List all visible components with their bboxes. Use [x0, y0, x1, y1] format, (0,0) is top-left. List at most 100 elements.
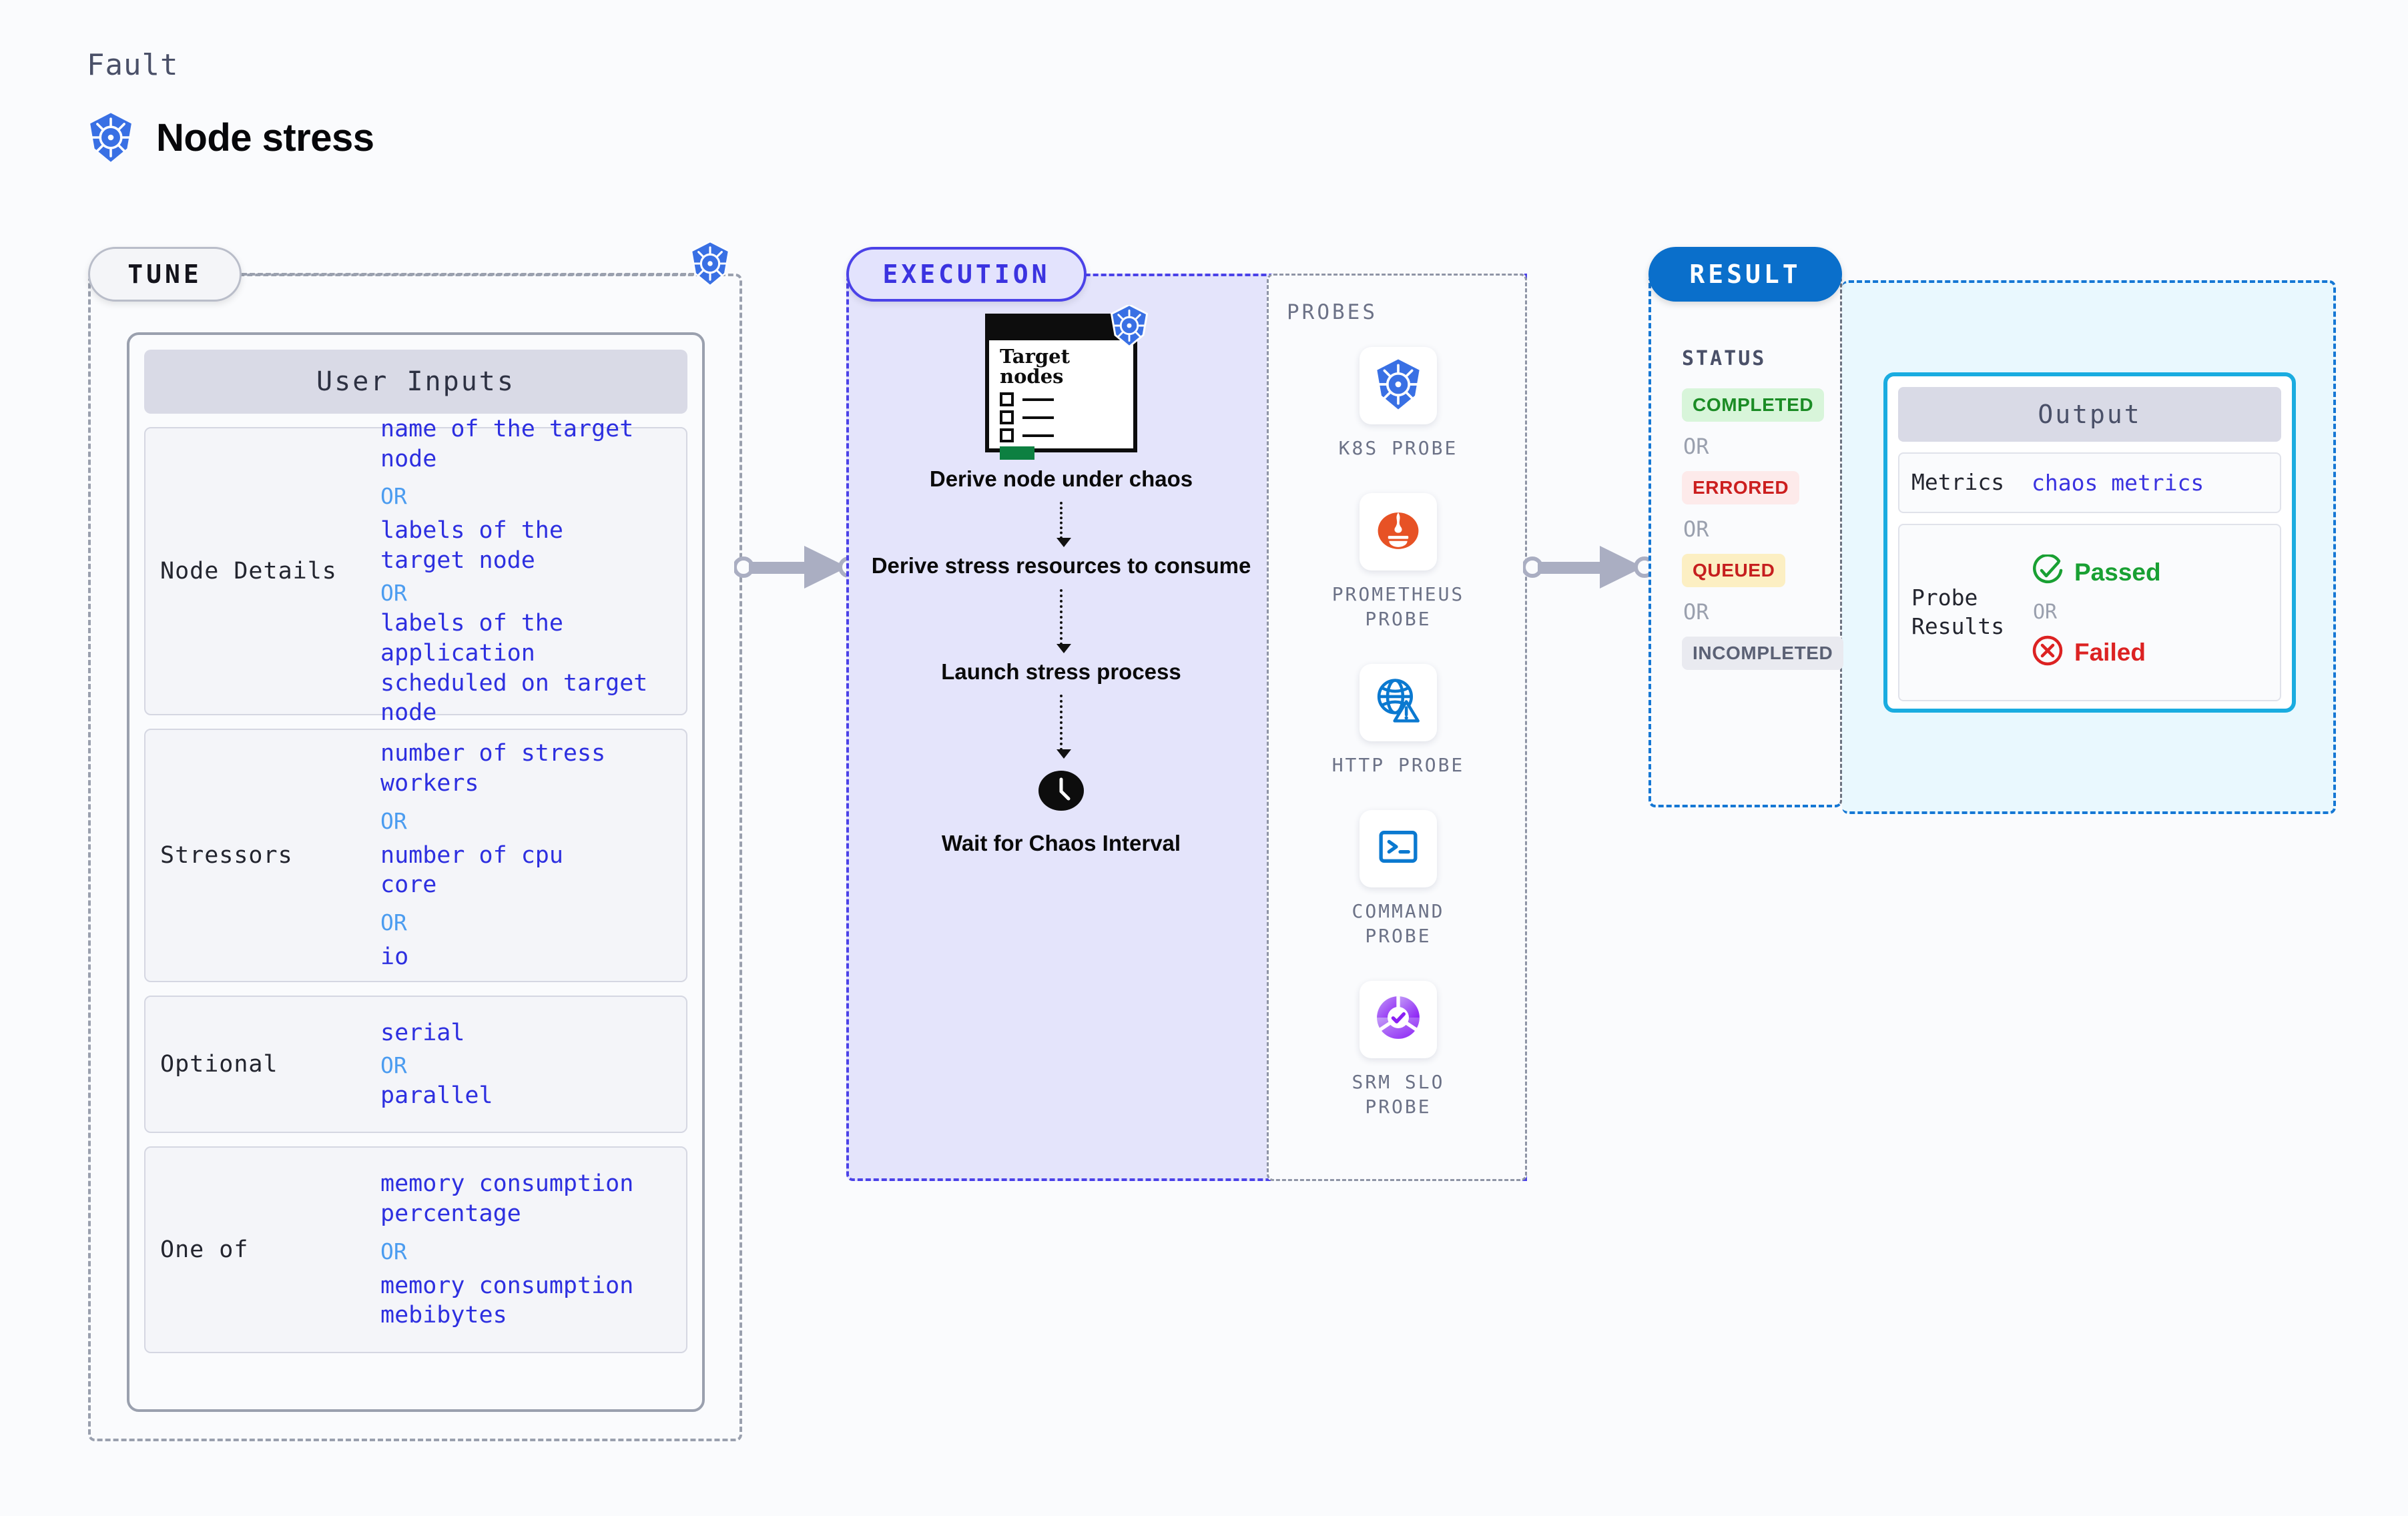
status-badge-incompleted: INCOMPLETED — [1682, 637, 1844, 670]
probe-item-prometheus[interactable]: PROMETHEUS PROBE — [1331, 492, 1465, 632]
result-pill[interactable]: RESULT — [1648, 247, 1842, 302]
kubernetes-icon — [689, 240, 731, 289]
target-nodes-title: Target nodes — [1000, 345, 1070, 388]
fault-title-row: Node stress — [87, 112, 374, 163]
flow-arrow — [1057, 589, 1071, 653]
section-values: name of the target node OR labels of the… — [380, 414, 673, 728]
step-label: Derive stress resources to consume — [871, 553, 1251, 579]
probe-label: PROMETHEUS PROBE — [1331, 583, 1465, 630]
check-circle-icon — [2032, 554, 2064, 590]
tune-connector-line — [242, 273, 702, 276]
or-label: OR — [380, 580, 407, 606]
probe-results-label: Probe Results — [1911, 585, 2005, 639]
connector-execution-to-result — [1522, 534, 1657, 604]
probe-item-http[interactable]: HTTP PROBE — [1332, 663, 1465, 778]
or-label: OR — [1683, 434, 1709, 459]
or-label: OR — [1683, 599, 1709, 625]
or-label: OR — [380, 909, 407, 936]
output-title: Output — [1898, 387, 2281, 442]
status-list: COMPLETED OR ERRORED OR QUEUED OR INCOMP… — [1682, 388, 1844, 670]
probe-item-command[interactable]: COMMAND PROBE — [1351, 809, 1445, 949]
probe-tile — [1359, 663, 1437, 741]
list-item — [1000, 392, 1133, 407]
user-input-section-one-of: One of memory consumption percentage OR … — [144, 1146, 687, 1353]
probe-label: K8S PROBE — [1338, 437, 1458, 459]
status-badge-queued: QUEUED — [1682, 554, 1786, 587]
list-item — [1000, 428, 1133, 443]
kubernetes-icon — [1110, 304, 1149, 350]
tune-pill[interactable]: TUNE — [88, 247, 242, 302]
or-label: OR — [2033, 601, 2058, 625]
status-badge-completed: COMPLETED — [1682, 388, 1825, 422]
page-title: Node stress — [156, 115, 374, 159]
metrics-value: chaos metrics — [2032, 469, 2204, 496]
or-label: OR — [1683, 516, 1709, 542]
user-inputs-title: User Inputs — [144, 350, 687, 414]
flow-arrow — [1057, 694, 1071, 759]
output-row-probe-results: Probe Results Passed OR — [1898, 523, 2281, 701]
line-placeholder — [1022, 434, 1054, 437]
clock-icon — [1038, 768, 1084, 817]
section-values: memory consumption percentage OR memory … — [380, 1169, 673, 1331]
output-row-metrics: Metrics chaos metrics — [1898, 452, 2281, 513]
value-text: name of the target node — [380, 415, 634, 472]
probe-label: SRM SLO PROBE — [1351, 1070, 1445, 1118]
failed-label: Failed — [2074, 638, 2146, 666]
or-label: OR — [380, 1052, 407, 1078]
line-placeholder — [1022, 416, 1054, 419]
result-region — [1648, 274, 1842, 807]
value-text: number of cpu core — [380, 841, 563, 899]
section-label: Stressors — [160, 842, 293, 869]
probe-tile — [1359, 809, 1437, 887]
checkbox-icon — [1000, 428, 1014, 443]
step-label: Launch stress process — [941, 659, 1181, 684]
target-nodes-card: Target nodes — [985, 304, 1149, 460]
passed-label: Passed — [2074, 558, 2161, 586]
user-input-section-stressors: Stressors number of stress workers OR nu… — [144, 729, 687, 982]
status-title: STATUS — [1682, 347, 1767, 370]
list-item — [1000, 410, 1133, 425]
probe-label: COMMAND PROBE — [1351, 899, 1445, 947]
user-input-section-optional: Optional serial OR parallel — [144, 996, 687, 1133]
value-text: parallel — [380, 1082, 493, 1109]
value-text: labels of the target node — [380, 517, 563, 575]
output-card: Output Metrics chaos metrics Probe Resul… — [1883, 372, 2296, 713]
execution-pill[interactable]: EXECUTION — [846, 247, 1087, 302]
section-label: One of — [160, 1236, 249, 1263]
or-label: OR — [380, 483, 407, 510]
globe-warning-icon — [1373, 675, 1424, 729]
section-label: Node Details — [160, 558, 337, 585]
value-text: serial — [380, 1019, 465, 1046]
card-titlebar — [989, 318, 1133, 340]
probe-tile — [1359, 980, 1437, 1058]
probe-result-passed: Passed — [2032, 554, 2161, 590]
terminal-icon — [1373, 821, 1424, 875]
srm-slo-icon — [1373, 992, 1424, 1046]
section-values: serial OR parallel — [380, 1018, 673, 1111]
value-text: io — [380, 943, 409, 971]
or-label: OR — [380, 1238, 407, 1264]
card-body: Target nodes — [989, 340, 1133, 460]
probes-title: PROBES — [1287, 300, 1378, 324]
step-label: Wait for Chaos Interval — [941, 830, 1181, 855]
prometheus-icon — [1373, 504, 1424, 558]
green-bar — [1000, 446, 1034, 460]
value-text: labels of the application scheduled on t… — [380, 610, 648, 727]
checkbox-rows — [1000, 392, 1133, 443]
or-label: OR — [380, 807, 407, 834]
probe-tile — [1360, 347, 1437, 424]
execution-flow: Target nodes — [861, 304, 1261, 857]
value-text: memory consumption mebibytes — [380, 1272, 634, 1329]
value-text: memory consumption percentage — [380, 1170, 634, 1227]
line-placeholder — [1022, 398, 1054, 401]
status-badge-errored: ERRORED — [1682, 471, 1800, 504]
flow-arrow — [1057, 502, 1071, 548]
checkbox-icon — [1000, 392, 1014, 407]
probe-result-failed: Failed — [2032, 635, 2161, 670]
metrics-label: Metrics — [1911, 469, 2005, 495]
kubernetes-icon — [87, 112, 135, 163]
checkbox-icon — [1000, 410, 1014, 425]
probe-item-k8s[interactable]: K8S PROBE — [1339, 347, 1458, 461]
probe-item-srm-slo[interactable]: SRM SLO PROBE — [1351, 980, 1445, 1120]
